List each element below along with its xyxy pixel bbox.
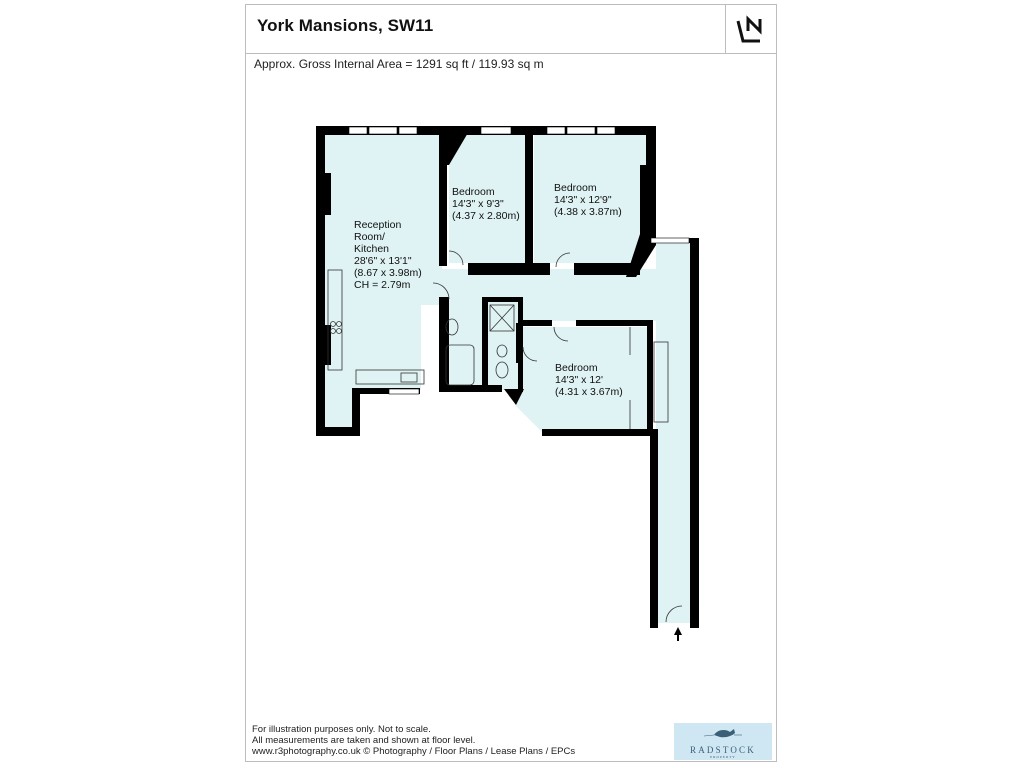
shower-room-floor [486,303,520,390]
wall-bed2-right [646,126,656,238]
wall-bath-left [439,297,449,389]
wall-bed3-right [647,320,653,432]
entrance-arrow-icon [674,627,682,641]
disclaimer-line-1: For illustration purposes only. Not to s… [252,724,431,735]
door-swing-bed1 [448,250,464,266]
reception-dim-imperial: 28'6" x 13'1" [354,255,412,267]
bathroom-floor [444,303,484,390]
wall-bed3-left [516,323,522,363]
wall-bed3-corner [504,389,524,405]
wall-corner-bed1 [442,126,472,165]
disclaimer-notes: For illustration purposes only. Not to s… [252,724,575,757]
door-swing-hall [432,282,450,300]
wall-corridor-left [650,429,658,628]
bedroom-3-dim-metric: (4.31 x 3.67m) [555,386,623,398]
bedroom-2-label: Bedroom [554,182,597,194]
room-labels: Reception Room/ Kitchen 28'6" x 13'1" (8… [354,182,623,398]
bathtub [445,344,475,386]
window-9 [388,388,420,395]
hob-3 [330,328,336,334]
wall-bottom-left [316,427,360,436]
wall-bed3-top-a [522,320,552,326]
bedroom-1-floor [449,133,525,263]
bedroom-2-floor [534,133,647,263]
wall-bed-bottom-1 [468,263,550,275]
shower-tray [489,304,515,332]
wall-bed3-top-b [576,320,652,326]
window-7 [596,126,616,135]
wall-bath-shower [482,297,488,392]
window-8 [650,237,690,244]
wall-bed1-bed2 [525,126,533,266]
wc-bath [445,318,459,336]
disclaimer-line-2: All measurements are taken and shown at … [252,735,476,746]
gross-internal-area: Approx. Gross Internal Area = 1291 sq ft… [254,57,544,71]
shower-cross [489,304,515,332]
property-title: York Mansions, SW11 [257,16,434,35]
reception-dim-metric: (8.67 x 3.98m) [354,267,422,279]
wall-corridor-right [690,238,699,628]
hallway-floor [429,243,693,623]
agent-logo-tagline: PROPERTY [710,755,736,759]
window-3 [398,126,418,135]
bedroom-1-label: Bedroom [452,186,495,198]
wall-shower-top [482,297,522,302]
bedroom-3-floor [516,327,649,432]
windows [348,126,690,395]
agent-logo-name: RADSTOCK [690,745,756,755]
reception-label-3: Kitchen [354,243,389,255]
reception-ceiling-height: CH = 2.79m [354,279,411,291]
bedroom-3-label: Bedroom [555,362,598,374]
door-swing-shower [522,346,538,362]
north-indicator-box [725,5,776,53]
floor-plan-sheet: York Mansions, SW11 Approx. Gross Intern… [245,4,777,762]
wall-left-notch [352,388,360,436]
window-6 [566,126,596,135]
title-divider [246,53,776,54]
wall-recess-3 [640,165,646,235]
window-2 [368,126,398,135]
bedroom-1-dim-metric: (4.37 x 2.80m) [452,210,520,222]
window-5 [546,126,566,135]
kitchen-counter-bottom [355,369,425,385]
wall-reception-bed1 [439,126,447,266]
door-swing-bed3 [553,326,569,342]
kitchen-sink [400,372,418,383]
disclaimer-line-3: www.r3photography.co.uk © Photography / … [252,746,576,757]
floor-plan-drawing: Reception Room/ Kitchen 28'6" x 13'1" (8… [316,126,699,641]
agent-logo: RADSTOCK PROPERTY [674,723,772,760]
window-4 [480,126,512,135]
hob-1 [330,321,336,327]
wall-recess-1 [325,173,331,215]
bedroom-3-dim-imperial: 14'3" x 12' [555,374,603,386]
bedroom-2-dim-imperial: 14'3" x 12'9" [554,194,612,206]
north-arrow-icon [736,15,762,43]
reception-floor [324,133,442,429]
wall-left [316,126,325,436]
corridor-cupboard [653,341,669,423]
hob-4 [336,328,342,334]
door-swing-entrance [665,605,683,623]
wall-kitchen-bottom [352,388,420,394]
wall-bath-bottom [439,385,484,392]
wall-shower-bottom [488,385,502,392]
door-swing-bed2 [555,252,571,268]
fox-logo-icon [703,729,742,738]
room-fills [324,133,693,623]
bedroom-1-dim-imperial: 14'3" x 9'3" [452,198,504,210]
bedroom-2-dim-metric: (4.38 x 3.87m) [554,206,622,218]
kitchen-counter [327,269,343,371]
window-1 [348,126,368,135]
reception-label-2: Room/ [354,231,385,243]
reception-label-1: Reception [354,219,401,231]
wall-bed-bottom-2 [574,263,640,275]
wc-shower [495,361,509,379]
basin-shower [496,344,508,358]
wall-bed3-bottom [542,429,652,436]
hob-2 [336,321,342,327]
fittings [327,250,683,623]
